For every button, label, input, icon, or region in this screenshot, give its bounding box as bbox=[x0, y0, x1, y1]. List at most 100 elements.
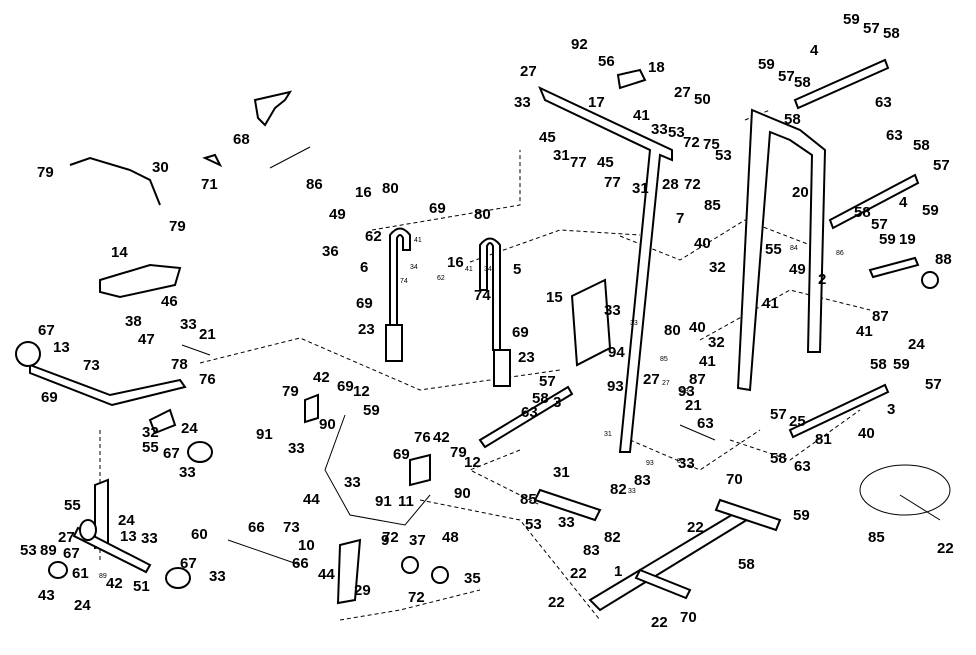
small-part-label: 33 bbox=[628, 488, 636, 495]
part-1-base bbox=[588, 508, 752, 612]
part-label: 6 bbox=[360, 259, 369, 276]
small-part-label: 85 bbox=[677, 458, 685, 465]
part-label: 91 bbox=[375, 493, 392, 510]
part-label: 59 bbox=[758, 56, 775, 73]
part-label: 1 bbox=[614, 563, 623, 580]
part-label: 4 bbox=[899, 194, 908, 211]
part-label: 62 bbox=[365, 228, 382, 245]
part-label: 55 bbox=[64, 497, 81, 514]
part-label: 2 bbox=[818, 271, 827, 288]
part-label: 59 bbox=[879, 231, 896, 248]
part-label: 73 bbox=[83, 357, 100, 374]
part-label: 33 bbox=[558, 514, 575, 531]
part-label: 48 bbox=[442, 529, 459, 546]
part-label: 30 bbox=[152, 159, 169, 176]
part-4-bar bbox=[793, 58, 890, 110]
part-label: 58 bbox=[784, 111, 801, 128]
part-label: 45 bbox=[597, 154, 614, 171]
part-label: 63 bbox=[697, 415, 714, 432]
part-label: 24 bbox=[118, 512, 135, 529]
part-label: 47 bbox=[138, 331, 155, 348]
part-86-strap bbox=[269, 146, 311, 169]
part-label: 63 bbox=[794, 458, 811, 475]
part-label: 72 bbox=[683, 134, 700, 151]
small-part-label: 62 bbox=[437, 275, 445, 282]
part-label: 5 bbox=[513, 261, 522, 278]
part-91-bracket bbox=[409, 453, 431, 487]
part-label: 24 bbox=[74, 597, 91, 614]
part-23-sleeve bbox=[385, 324, 403, 362]
part-13-leg-bar bbox=[29, 363, 187, 407]
part-label: 89 bbox=[40, 542, 57, 559]
part-label: 92 bbox=[571, 36, 588, 53]
part-label: 70 bbox=[680, 609, 697, 626]
part-label: 3 bbox=[553, 394, 562, 411]
part-label: 90 bbox=[454, 485, 471, 502]
part-label: 33 bbox=[209, 568, 226, 585]
part-23-sleeve bbox=[493, 349, 511, 387]
part-label: 57 bbox=[778, 68, 795, 85]
part-label: 81 bbox=[815, 431, 832, 448]
part-label: 69 bbox=[429, 200, 446, 217]
part-label: 31 bbox=[632, 180, 649, 197]
part-91-bracket bbox=[304, 393, 319, 424]
part-label: 3 bbox=[887, 401, 896, 418]
part-label: 31 bbox=[553, 464, 570, 481]
part-label: 58 bbox=[913, 137, 930, 154]
part-label: 56 bbox=[598, 53, 615, 70]
part-label: 13 bbox=[120, 528, 137, 545]
part-label: 61 bbox=[72, 565, 89, 582]
part-label: 79 bbox=[450, 444, 467, 461]
part-label: 14 bbox=[111, 244, 128, 261]
part-label: 29 bbox=[354, 582, 371, 599]
part-label: 41 bbox=[856, 323, 873, 340]
part-21-pin bbox=[679, 424, 716, 441]
part-label: 60 bbox=[191, 526, 208, 543]
part-5-upright bbox=[479, 237, 501, 351]
part-label: 42 bbox=[433, 429, 450, 446]
part-label: 79 bbox=[169, 218, 186, 235]
part-label: 35 bbox=[464, 570, 481, 587]
part-label: 57 bbox=[770, 406, 787, 423]
part-55-bracket bbox=[148, 408, 177, 435]
part-label: 11 bbox=[398, 493, 414, 510]
part-label: 93 bbox=[607, 378, 624, 395]
part-label: 59 bbox=[893, 356, 910, 373]
part-label: 88 bbox=[935, 251, 952, 268]
part-14-seat bbox=[99, 263, 182, 299]
small-part-label: 89 bbox=[99, 573, 107, 580]
part-label: 33 bbox=[678, 455, 695, 472]
part-label: 94 bbox=[608, 344, 625, 361]
part-label: 33 bbox=[344, 474, 361, 491]
part-label: 44 bbox=[318, 566, 335, 583]
part-label: 70 bbox=[726, 471, 743, 488]
part-label: 22 bbox=[687, 519, 704, 536]
part-3-bar bbox=[478, 385, 574, 449]
part-73-rod bbox=[227, 539, 301, 566]
small-part-label: 33 bbox=[630, 320, 638, 327]
part-label: 58 bbox=[532, 390, 549, 407]
part-label: 20 bbox=[792, 184, 809, 201]
part-label: 33 bbox=[604, 302, 621, 319]
part-1-cross bbox=[634, 568, 692, 600]
part-label: 66 bbox=[292, 555, 309, 572]
part-24-roller bbox=[165, 567, 191, 589]
part-label: 67 bbox=[180, 555, 197, 572]
part-label: 27 bbox=[520, 63, 537, 80]
small-part-label: 27 bbox=[662, 380, 670, 387]
part-24-roller bbox=[187, 441, 213, 463]
small-part-label: 34 bbox=[484, 266, 492, 273]
part-24-roller bbox=[79, 519, 97, 541]
part-label: 58 bbox=[770, 450, 787, 467]
part-label: 23 bbox=[358, 321, 375, 338]
part-label: 86 bbox=[306, 176, 323, 193]
part-label: 25 bbox=[789, 413, 806, 430]
part-label: 32 bbox=[142, 424, 159, 441]
part-label: 80 bbox=[474, 206, 491, 223]
part-29-pulley bbox=[401, 556, 419, 574]
part-label: 22 bbox=[651, 614, 668, 631]
part-label: 58 bbox=[794, 74, 811, 91]
part-label: 77 bbox=[570, 154, 587, 171]
part-4-bar bbox=[828, 173, 920, 230]
